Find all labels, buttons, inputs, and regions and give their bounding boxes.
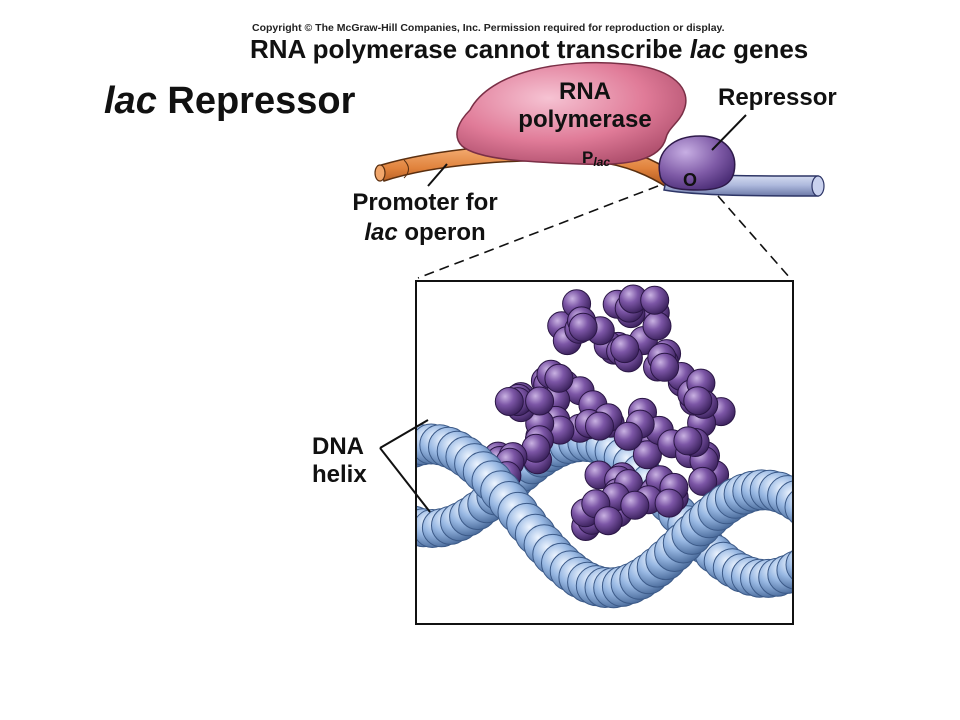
repressor-atom	[620, 490, 650, 520]
dna-atom	[785, 549, 793, 581]
repressor-atom	[593, 506, 623, 536]
repressor-pointer-line	[711, 114, 747, 151]
plac-main: P	[582, 148, 594, 167]
promoter-label: Promoter for lac operon	[334, 188, 516, 248]
dna-helix-label: DNA helix	[312, 433, 367, 489]
repressor-atom	[673, 426, 703, 456]
repressor-atom	[494, 387, 524, 416]
promoter-pointer-line	[427, 163, 448, 187]
zoom-line-left	[417, 185, 659, 279]
operator-label: O	[683, 170, 698, 190]
space-filling-model	[416, 284, 793, 609]
repressor-atom	[585, 411, 614, 441]
headline-text-end: genes	[725, 34, 809, 64]
promoter-label-italic: lac	[364, 219, 398, 246]
dna-helix-label-line2: helix	[312, 461, 367, 488]
promoter-label-rest: operon	[397, 219, 486, 246]
repressor-atom	[610, 334, 640, 364]
promoter-label-line2: lac operon	[334, 218, 516, 248]
dna-atom	[775, 480, 793, 521]
dna-atom	[784, 490, 793, 524]
repressor-atom	[642, 311, 672, 341]
page-title: lac Repressor	[104, 80, 355, 123]
promoter-label-line1: Promoter for	[352, 189, 498, 216]
repressor-atom	[683, 386, 713, 416]
title-italic: lac	[104, 80, 157, 122]
copyright-notice: Copyright © The McGraw-Hill Companies, I…	[252, 22, 725, 34]
repressor-atom	[654, 488, 684, 518]
repressor-atom	[650, 352, 680, 382]
zoom-line-right	[717, 195, 791, 279]
repressor-atom	[688, 466, 718, 496]
rna-polymerase-label-line2: polymerase	[518, 106, 652, 133]
title-rest: Repressor	[156, 80, 356, 122]
repressor-shape	[658, 135, 736, 191]
headline-text-start: RNA polymerase cannot transcribe	[250, 34, 690, 64]
plac-subscript: lac	[593, 155, 611, 169]
repressor-atom	[568, 312, 598, 342]
zoom-box-border	[415, 280, 794, 625]
rna-polymerase-shape	[456, 61, 687, 166]
headline-text-italic: lac	[689, 34, 726, 64]
dna-helix-pointer-upper	[379, 419, 429, 449]
rna-polymerase-label: RNA polymerase	[490, 78, 680, 134]
headline: RNA polymerase cannot transcribe lac gen…	[250, 34, 808, 65]
repressor-atom	[632, 440, 662, 470]
dna-helix-label-line1: DNA	[312, 433, 364, 460]
repressor-atom	[544, 363, 574, 393]
dna-helix-pointer-lower	[379, 447, 431, 513]
rna-polymerase-label-line1: RNA	[559, 78, 611, 105]
repressor-atom	[525, 386, 555, 416]
repressor-atom	[640, 285, 670, 315]
repressor-atom	[613, 421, 643, 451]
plac-label: Plac	[582, 148, 610, 169]
dna-atom	[776, 550, 793, 590]
repressor-label: Repressor	[718, 84, 837, 111]
